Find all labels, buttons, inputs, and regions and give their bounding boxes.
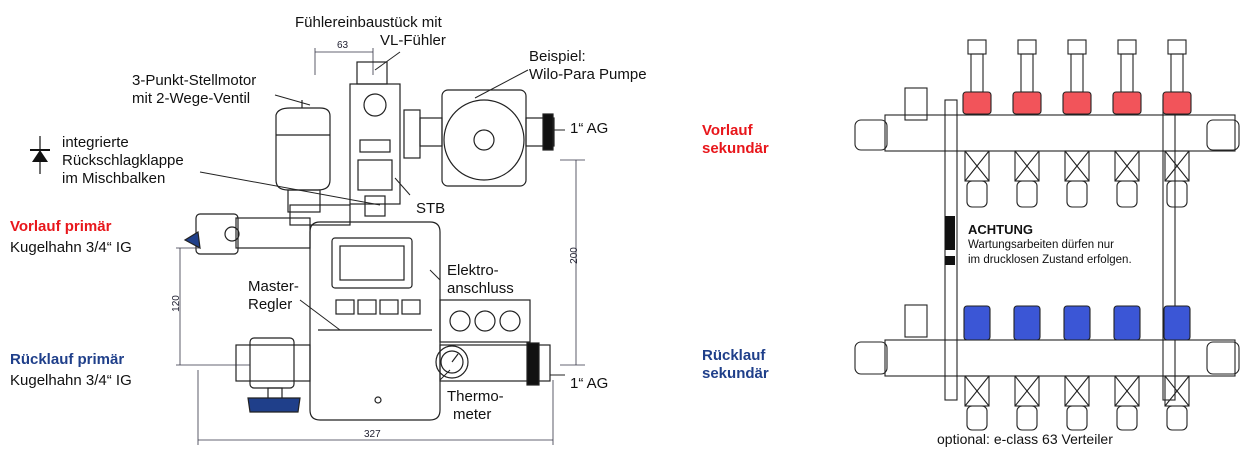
stb-label: STB xyxy=(416,200,446,217)
flow-outlet-cap-5 xyxy=(1162,91,1192,115)
check-valve-label-line3: im Mischbalken xyxy=(62,170,166,187)
return-secondary-line1: Rücklauf xyxy=(702,347,766,364)
flow-outlet-5 xyxy=(1162,39,1192,208)
motor-label-line2: mit 2-Wege-Ventil xyxy=(132,90,251,107)
pump-body xyxy=(403,89,555,187)
return-manifold-bar xyxy=(854,339,1240,377)
warning-line2: im drucklosen Zustand erfolgen. xyxy=(968,254,1132,266)
manifold-drawing xyxy=(854,39,1240,431)
return-outlet-2 xyxy=(1013,305,1041,431)
thermometer-gauge xyxy=(435,345,469,379)
dimension-200: 200 xyxy=(568,247,580,264)
check-valve-label-line2: Rückschlagklappe xyxy=(62,152,184,169)
flow-secondary-label: Vorlauf sekundär xyxy=(702,122,769,158)
master-label-line1: Master- xyxy=(248,278,299,295)
return-outlet-cap-5 xyxy=(1163,305,1191,341)
check-valve-label: integrierte Rückschlagklappe im Mischbal… xyxy=(62,134,184,188)
master-controller-label: Master- Regler xyxy=(248,278,299,314)
check-valve-label-line1: integrierte xyxy=(62,134,129,151)
motor-label: 3-Punkt-Stellmotor mit 2-Wege-Ventil xyxy=(132,72,256,108)
check-valve-symbol xyxy=(30,136,50,174)
electric-label-line1: Elektro- xyxy=(447,262,499,279)
manifold-outlets xyxy=(962,39,1192,431)
pump-label-line2: Wilo-Para Pumpe xyxy=(529,66,647,83)
flow-outlet-cap-2 xyxy=(1012,91,1042,115)
electric-label-line2: anschluss xyxy=(447,280,514,297)
thermometer-label: Thermo- meter xyxy=(447,388,504,424)
return-outlet-cap-4 xyxy=(1113,305,1141,341)
flow-outlet-cap-1 xyxy=(962,91,992,115)
flow-primary-label: Vorlauf primär xyxy=(10,218,112,235)
dimension-63: 63 xyxy=(337,40,349,51)
flow-primary-valve-label: Kugelhahn 3/4“ IG xyxy=(10,239,132,256)
mixing-beam xyxy=(235,204,551,386)
sensor-fitting-label-line1: Fühlereinbaustück mit xyxy=(295,14,442,31)
warning-title: ACHTUNG xyxy=(968,222,1033,237)
controller-housing xyxy=(309,221,441,421)
sensor-fitting-label-line2: VL-Fühler xyxy=(380,32,446,49)
flow-outlet-3 xyxy=(1062,39,1092,208)
ball-valve-flow xyxy=(183,213,240,255)
ag-bottom-label: 1“ AG xyxy=(570,375,609,392)
motor-label-line1: 3-Punkt-Stellmotor xyxy=(132,72,257,89)
ball-valve-return xyxy=(247,337,301,413)
optional-distributor-label: optional: e-class 63 Verteiler xyxy=(937,431,1113,447)
dimension-lines xyxy=(176,159,585,445)
electric-terminal-box xyxy=(439,299,531,343)
return-outlet-4 xyxy=(1113,305,1141,431)
flow-outlet-1 xyxy=(962,39,992,208)
return-secondary-line2: sekundär xyxy=(702,365,769,382)
actuator-motor xyxy=(275,100,331,213)
controller-buttons xyxy=(335,299,421,315)
warning-line1: Wartungsarbeiten dürfen nur xyxy=(968,239,1114,251)
dimension-327: 327 xyxy=(364,429,381,440)
flow-secondary-line1: Vorlauf xyxy=(702,122,753,139)
return-outlet-cap-2 xyxy=(1013,305,1041,341)
return-primary-label: Rücklauf primär xyxy=(10,351,125,368)
flow-outlet-4 xyxy=(1112,39,1142,208)
thermometer-label-line2: meter xyxy=(453,406,492,423)
return-primary-valve-label: Kugelhahn 3/4“ IG xyxy=(10,372,132,389)
return-outlet-3 xyxy=(1063,305,1091,431)
dimension-120: 120 xyxy=(170,295,182,312)
thermometer-label-line1: Thermo- xyxy=(447,388,504,405)
return-outlet-5 xyxy=(1163,305,1191,431)
pump-label: Beispiel: Wilo-Para Pumpe xyxy=(529,48,647,84)
ag-top-label: 1“ AG xyxy=(570,120,609,137)
sensor-fitting xyxy=(349,61,401,217)
flow-manifold-bar xyxy=(854,114,1240,152)
master-label-line2: Regler xyxy=(248,296,293,313)
pump-label-line1: Beispiel: xyxy=(529,48,586,65)
return-outlet-cap-3 xyxy=(1063,305,1091,341)
mixing-station-drawing xyxy=(30,48,585,445)
flow-outlet-2 xyxy=(1012,39,1042,208)
flow-secondary-line2: sekundär xyxy=(702,140,769,157)
return-secondary-label: Rücklauf sekundär xyxy=(702,347,769,383)
return-outlet-cap-1 xyxy=(963,305,991,341)
sensor-fitting-label: Fühlereinbaustück mit VL-Fühler xyxy=(295,14,446,50)
leader-lines xyxy=(199,51,565,381)
flow-outlet-cap-3 xyxy=(1062,91,1092,115)
warning-exclamation xyxy=(945,216,955,265)
electric-connection-label: Elektro- anschluss xyxy=(447,262,514,298)
flow-outlet-cap-4 xyxy=(1112,91,1142,115)
return-outlet-1 xyxy=(963,305,991,431)
